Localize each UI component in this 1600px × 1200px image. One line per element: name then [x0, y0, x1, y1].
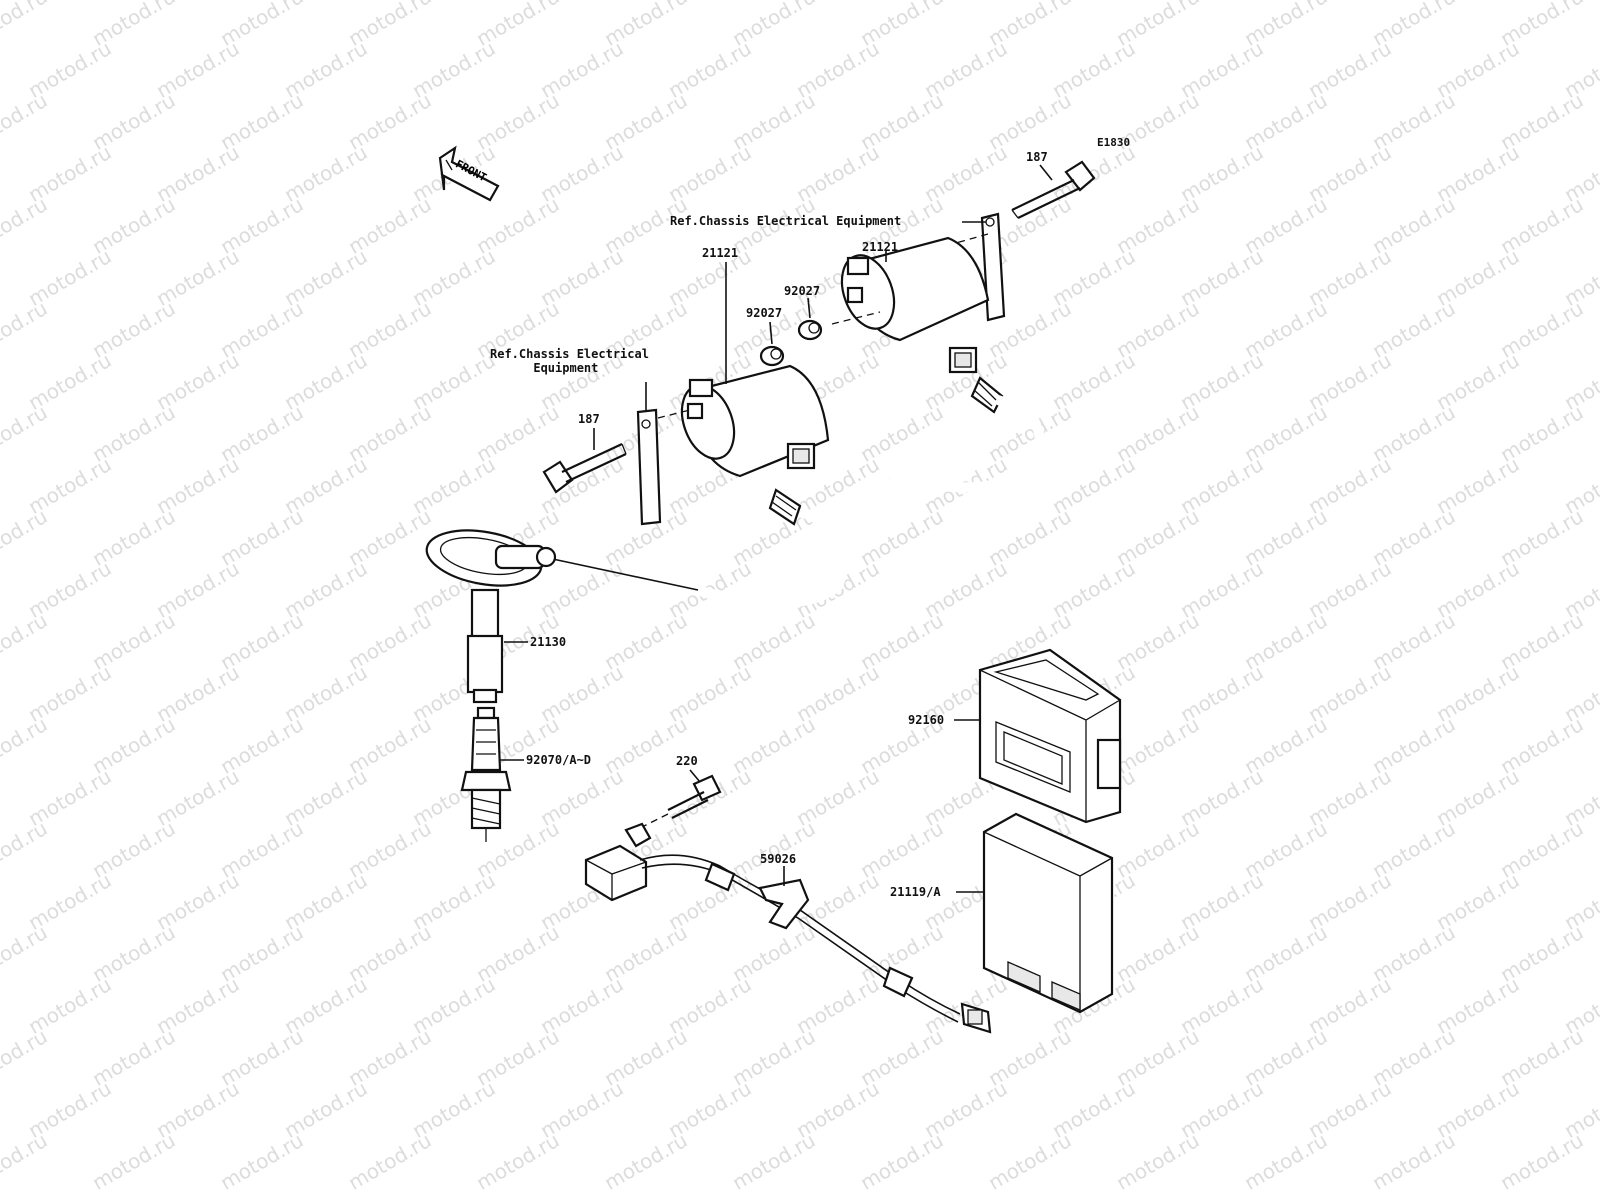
bolt-top-icon — [1011, 160, 1096, 219]
label-spacer-right: 92027 — [784, 284, 821, 298]
label-ref-left: Ref.Chassis Electrical Equipment — [490, 347, 649, 375]
label-spacer-left: 92027 — [746, 306, 783, 320]
ht-lead — [547, 557, 699, 591]
coil-right-icon — [840, 236, 1045, 493]
leader-screw — [689, 769, 701, 783]
pickup-coil-icon — [584, 822, 992, 1034]
leader-bolt-top — [1039, 164, 1053, 181]
diagram-code: E1830 — [1097, 136, 1131, 149]
label-ref-top: Ref.Chassis Electrical Equipment — [670, 214, 902, 228]
label-coil-left: 21121 — [702, 246, 739, 260]
ecu-case-icon — [978, 648, 1122, 824]
spacer-right-icon — [797, 319, 823, 341]
plug-cap-icon — [425, 529, 557, 704]
coil-left-icon — [680, 364, 849, 609]
screw-icon — [667, 774, 722, 819]
dash-spacer — [831, 311, 881, 325]
label-spark-plug: 92070/A~D — [526, 753, 592, 767]
label-bolt-left: 187 — [578, 412, 600, 426]
bolt-left-icon — [542, 443, 627, 494]
label-clamp: 59026 — [760, 852, 797, 866]
label-coil-right: 21121 — [862, 240, 899, 254]
dash-left — [657, 409, 691, 419]
label-plug-cap: 21130 — [530, 635, 567, 649]
leader-spacer-left — [769, 321, 773, 345]
spacer-left-icon — [759, 345, 785, 367]
bracket-left-icon — [636, 408, 662, 526]
bracket-top-icon — [980, 212, 1006, 322]
label-screw: 220 — [676, 754, 698, 768]
dash-screw — [643, 813, 669, 827]
spark-plug-icon — [460, 706, 512, 842]
igniter-icon — [982, 812, 1114, 1014]
leader-spacer-right — [807, 297, 811, 319]
label-igniter: 21119/A — [890, 885, 941, 899]
label-ecu-case: 92160 — [908, 713, 945, 727]
label-bolt-top: 187 — [1026, 150, 1048, 164]
front-arrow-icon — [438, 145, 500, 202]
